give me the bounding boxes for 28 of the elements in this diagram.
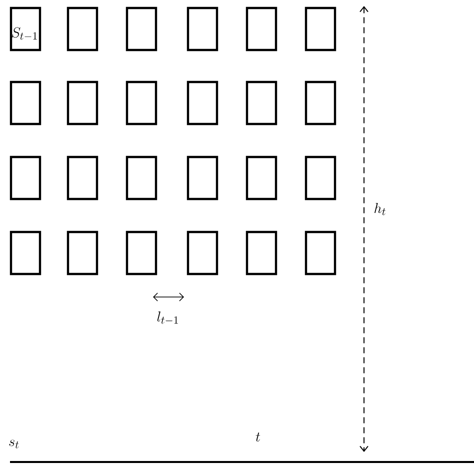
math-label: $l_{t-1}$ bbox=[157, 312, 178, 324]
empty-box bbox=[246, 6, 278, 52]
empty-box bbox=[246, 230, 278, 276]
empty-box bbox=[10, 230, 42, 276]
empty-box bbox=[186, 156, 218, 200]
math-label: $t$ bbox=[256, 432, 260, 442]
empty-box bbox=[66, 6, 98, 52]
math-label: $h_t$ bbox=[374, 202, 386, 216]
empty-box bbox=[186, 80, 218, 126]
empty-box bbox=[304, 6, 336, 52]
empty-box bbox=[304, 80, 336, 126]
empty-box bbox=[66, 230, 98, 276]
empty-box bbox=[66, 80, 98, 126]
empty-box bbox=[126, 156, 158, 200]
empty-box bbox=[246, 80, 278, 126]
labeled-box: $S_{t-1}$ bbox=[10, 6, 42, 52]
empty-box bbox=[10, 156, 42, 200]
empty-box bbox=[126, 80, 158, 126]
empty-box bbox=[186, 230, 218, 276]
empty-box bbox=[304, 156, 336, 200]
empty-box bbox=[126, 6, 158, 52]
math-label: $s_t$ bbox=[9, 440, 19, 448]
empty-box bbox=[126, 230, 158, 276]
empty-box bbox=[186, 6, 218, 52]
empty-box bbox=[304, 230, 336, 276]
empty-box bbox=[66, 156, 98, 200]
empty-box bbox=[246, 156, 278, 200]
empty-box bbox=[10, 80, 42, 126]
